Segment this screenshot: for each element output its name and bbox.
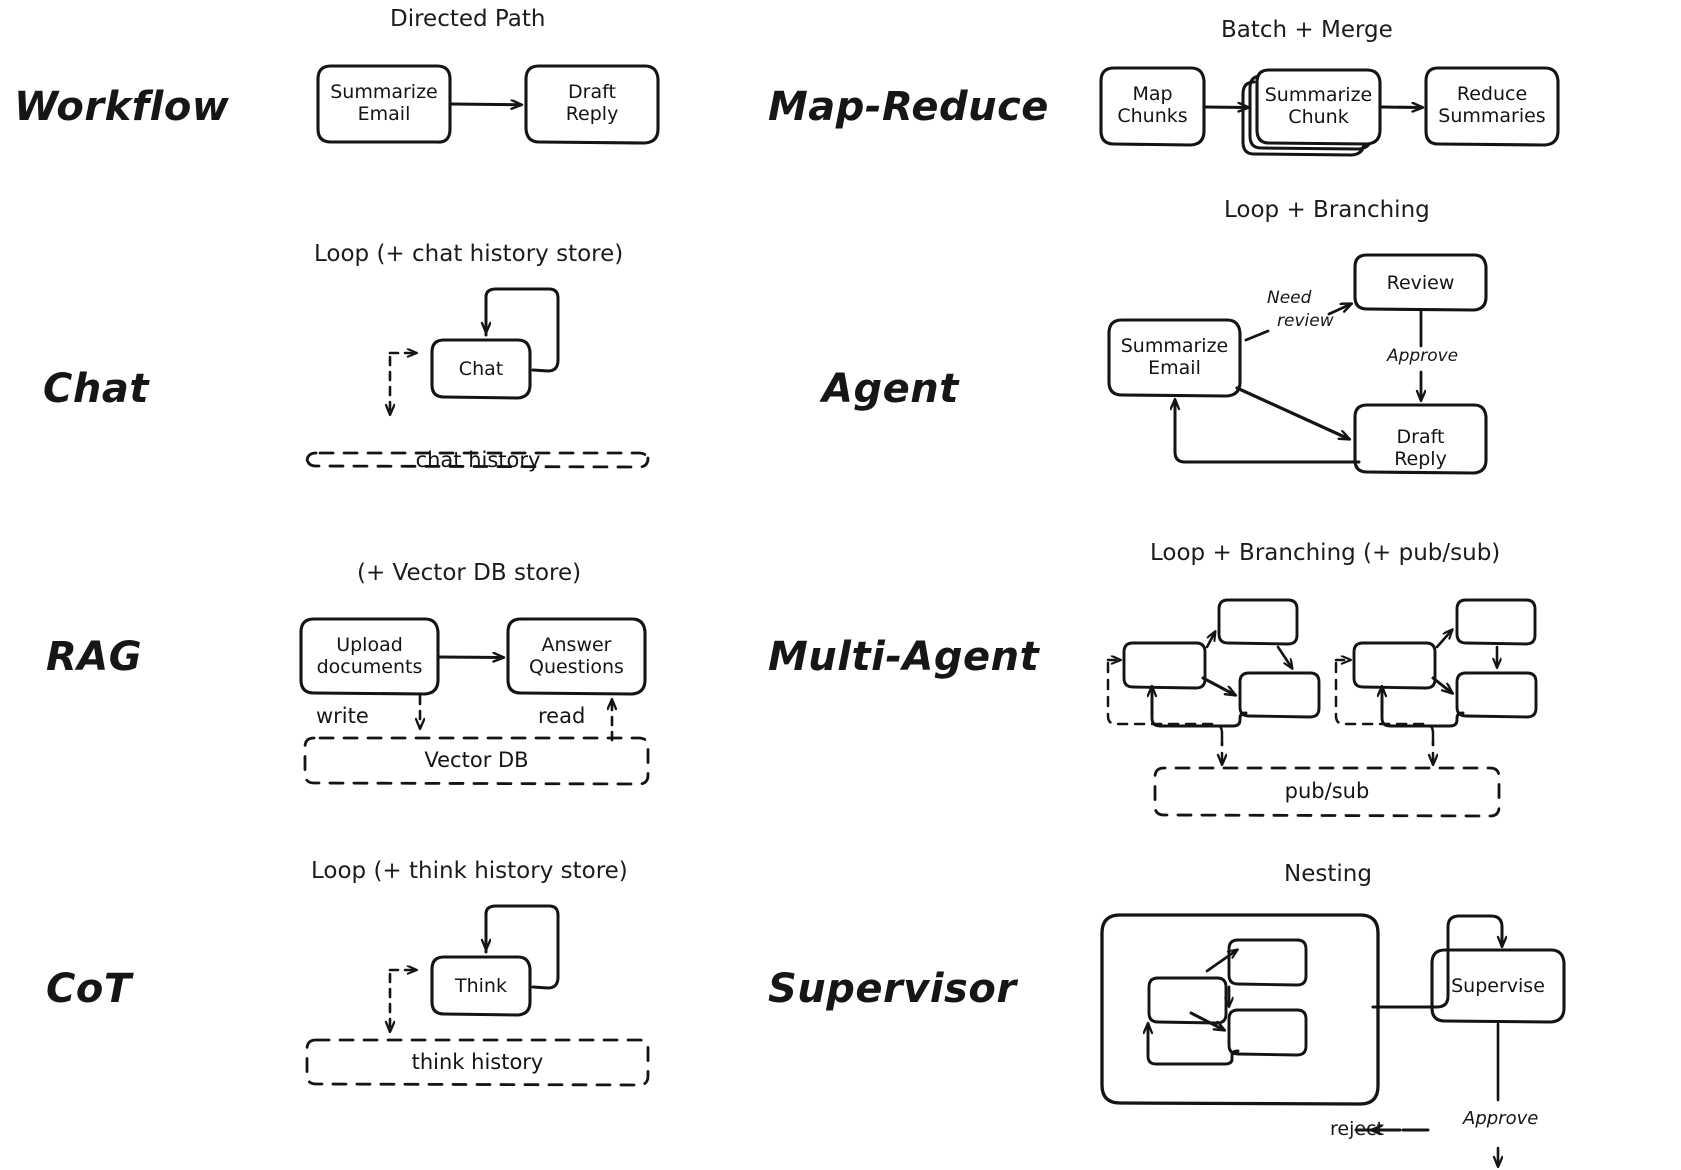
store-pub-sub-box[interactable]: [1153, 766, 1501, 818]
row-label-supervisor: Supervisor: [768, 966, 1017, 1012]
edge-map-to-summarize: [1203, 107, 1248, 108]
edge-label-review: review: [1277, 311, 1334, 331]
node-think-box[interactable]: [430, 955, 532, 1017]
edge-ma-r-a-to-c: [1431, 676, 1452, 693]
nested-inner-nodes[interactable]: [1146, 938, 1308, 1066]
edge-label-need: Need: [1267, 288, 1312, 308]
node-review-box[interactable]: [1353, 253, 1488, 312]
edge-label-read: read: [538, 704, 586, 728]
edge-label-write: write: [316, 704, 369, 728]
caption-loop-branching: Loop + Branching: [1224, 197, 1430, 223]
node-map-chunks-box[interactable]: [1099, 66, 1206, 147]
edge-summarize-to-review: [1327, 304, 1351, 316]
node-summarize-email-box[interactable]: [316, 64, 452, 144]
edge-summarize-branch-stub: [1244, 329, 1270, 342]
edge-ma-r-c-to-a: [1380, 698, 1465, 728]
edge-sup-a-to-b: [1205, 950, 1237, 973]
store-chat-history-box[interactable]: [305, 450, 650, 469]
edge-group-to-supervise: [1371, 914, 1504, 1009]
edge-draft-to-summarize-loop: [1173, 410, 1361, 464]
nested-agent-group-box[interactable]: [1100, 913, 1380, 1106]
edge-think-selfloop: [484, 904, 560, 990]
store-think-history-box[interactable]: [305, 1038, 650, 1087]
store-label-vector-db: Vector DB: [424, 748, 529, 772]
edge-label-approve-supervisor: Approve: [1463, 1108, 1539, 1129]
node-upload-documents-box[interactable]: [299, 617, 440, 696]
row-label-chat: Chat: [43, 366, 149, 412]
caption-directed-path: Directed Path: [390, 6, 546, 32]
caption-loop-think: Loop (+ think history store): [311, 858, 628, 884]
edge-ma-l-a-to-b: [1205, 632, 1215, 649]
edge-ma-r-to-pubsub: [1334, 661, 1435, 747]
caption-vector-db: (+ Vector DB store): [357, 560, 582, 586]
row-label-workflow: Workflow: [14, 84, 230, 130]
row-label-multi-agent: Multi-Agent: [768, 634, 1040, 680]
multi-agent-right-cluster[interactable]: [1334, 598, 1538, 764]
edge-label-approve: Approve: [1387, 346, 1459, 366]
row-label-cot: CoT: [46, 966, 132, 1012]
edge-chat-selfloop: [484, 287, 560, 373]
caption-nesting: Nesting: [1284, 861, 1372, 887]
row-label-agent: Agent: [822, 366, 959, 412]
edge-ma-r-a-to-b: [1435, 630, 1452, 649]
edge-upload-to-answer: [437, 657, 503, 658]
edge-summarize-to-draft: [449, 104, 521, 105]
node-chat-box[interactable]: [430, 338, 532, 400]
store-label-pub-sub: pub/sub: [1284, 779, 1370, 803]
node-draft-reply-box[interactable]: [524, 64, 660, 145]
edge-ma-l-a-to-c: [1201, 676, 1235, 695]
caption-loop-chat: Loop (+ chat history store): [314, 241, 624, 267]
store-label-chat-history: chat history: [415, 448, 541, 472]
caption-loop-branching-pubsub: Loop + Branching (+ pub/sub): [1150, 540, 1501, 566]
caption-batch-merge: Batch + Merge: [1221, 17, 1393, 43]
edge-ma-l-to-pubsub: [1106, 661, 1224, 747]
edge-summarize-to-reduce: [1380, 107, 1422, 108]
node-summarize-chunk-stack[interactable]: [1241, 68, 1382, 157]
node-agent-summarize-email-box[interactable]: [1107, 318, 1242, 398]
store-label-think-history: think history: [411, 1050, 544, 1074]
edge-label-reject: reject: [1330, 1118, 1384, 1140]
edge-summarize-to-draft-direct: [1235, 386, 1349, 439]
node-answer-questions-box[interactable]: [506, 617, 647, 696]
row-label-rag: RAG: [46, 634, 143, 680]
node-agent-draft-reply-box[interactable]: [1353, 403, 1488, 475]
edge-sup-c-to-a: [1146, 1036, 1240, 1066]
node-reduce-summaries-box[interactable]: [1424, 66, 1560, 147]
store-vector-db-box[interactable]: [303, 736, 650, 786]
node-supervise-box[interactable]: [1430, 948, 1566, 1024]
multi-agent-left-cluster[interactable]: [1106, 598, 1321, 764]
edge-sup-a-to-c: [1189, 1011, 1224, 1030]
edge-ma-l-c-to-a: [1150, 698, 1248, 728]
edge-ma-l-b-to-c: [1276, 645, 1292, 668]
row-label-map-reduce: Map-Reduce: [768, 84, 1049, 130]
